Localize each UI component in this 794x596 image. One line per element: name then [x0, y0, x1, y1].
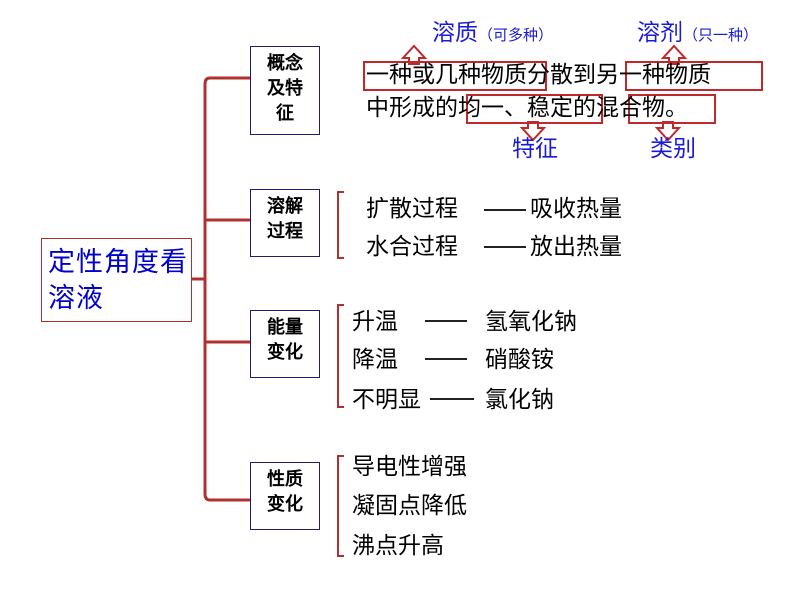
feature-label: 特征 [512, 136, 558, 162]
highlight-category [628, 94, 716, 124]
category-label-concept: 概念 及特 征 [267, 53, 303, 124]
dissolution-dash-1 [484, 209, 526, 211]
solute-label: 溶质（可多种） [432, 20, 554, 46]
main-title: 定性角度看溶液 [48, 247, 188, 314]
energy-example-3: 氯化钠 [485, 387, 554, 413]
category-box-energy: 能量 变化 [250, 310, 320, 378]
main-title-box: 定性角度看溶液 [41, 238, 192, 322]
bracket-properties [337, 455, 344, 557]
highlight-solute [363, 61, 547, 91]
category-box-concept: 概念 及特 征 [250, 46, 320, 135]
energy-example-1: 氢氧化钠 [485, 309, 577, 335]
energy-dash-3 [430, 398, 474, 400]
energy-example-2: 硝酸铵 [485, 347, 554, 373]
dissolution-dash-2 [484, 246, 526, 248]
energy-change-3: 不明显 [352, 387, 421, 413]
property-1: 导电性增强 [352, 454, 467, 480]
solute-note: （可多种） [478, 26, 554, 44]
category-box-dissolution: 溶解 过程 [250, 189, 320, 257]
solvent-note: （只一种） [683, 26, 759, 44]
dissolution-process-1: 扩散过程 [366, 196, 458, 222]
property-3: 沸点升高 [352, 533, 444, 559]
solvent-label: 溶剂（只一种） [637, 20, 759, 46]
dissolution-effect-1: 吸收热量 [530, 196, 622, 222]
energy-dash-1 [425, 320, 467, 322]
dissolution-process-2: 水合过程 [366, 234, 458, 260]
highlight-solvent [625, 61, 763, 91]
energy-dash-2 [425, 358, 467, 360]
energy-change-2: 降温 [352, 347, 398, 373]
category-label-dissolution: 溶解 过程 [267, 196, 303, 242]
category-box-properties: 性质 变化 [250, 462, 320, 530]
category-label-properties: 性质 变化 [267, 469, 303, 515]
highlight-feature [466, 94, 603, 124]
bracket-energy [337, 304, 344, 408]
concept-line-2: 中形成的均一、稳定的混合物。 [366, 95, 688, 121]
category-label-energy: 能量 变化 [267, 317, 303, 363]
energy-change-1: 升温 [352, 309, 398, 335]
bracket-dissolution [337, 191, 344, 259]
concept-line-1: 一种或几种物质分散到另一种物质 [366, 62, 711, 88]
dissolution-effect-2: 放出热量 [530, 234, 622, 260]
property-2: 凝固点降低 [352, 493, 467, 519]
category-label: 类别 [650, 136, 696, 162]
main-bracket [203, 76, 250, 502]
